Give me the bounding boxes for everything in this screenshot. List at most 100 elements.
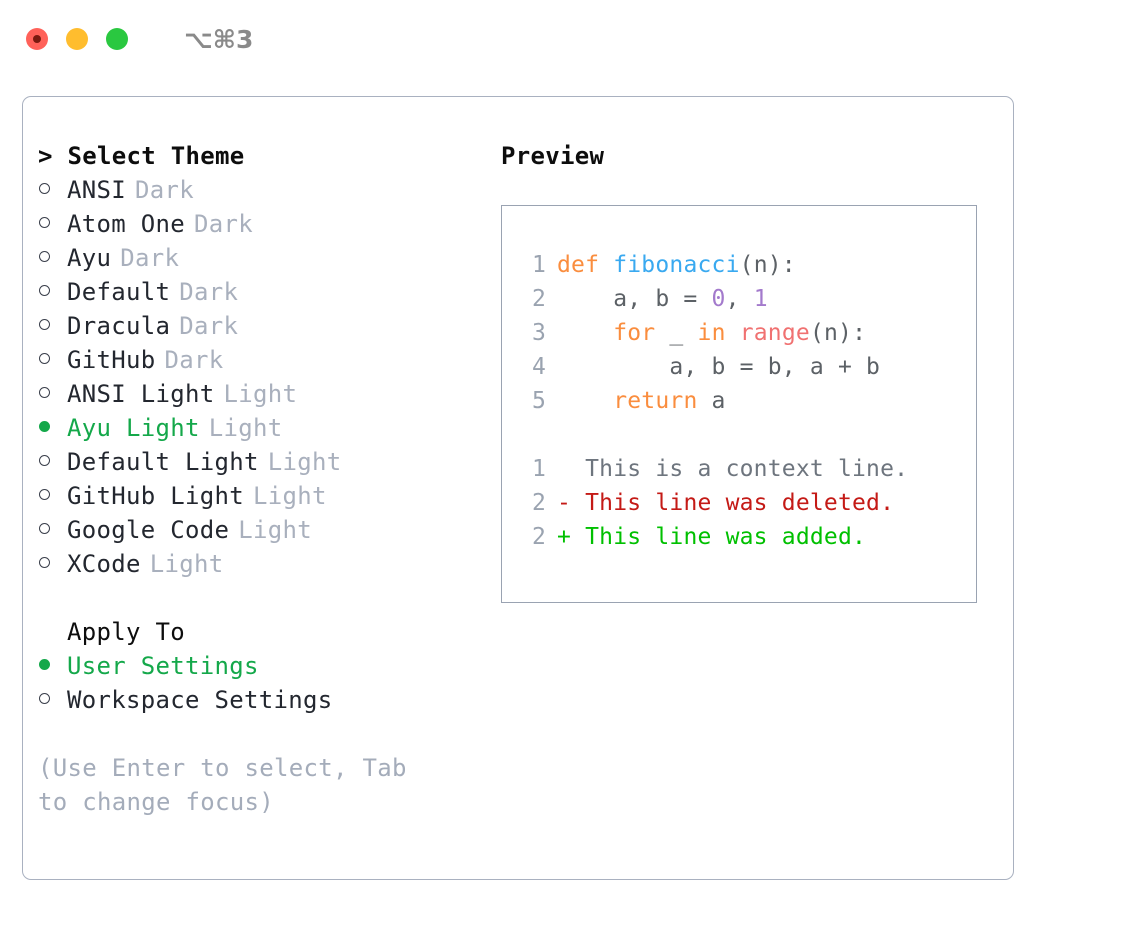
theme-option-github-light[interactable]: GitHub Light Light <box>38 479 488 513</box>
diff-line-add: 2 + This line was added. <box>516 520 976 554</box>
diff-line-content: - This line was deleted. <box>557 486 894 520</box>
apply-to-option-workspace-settings[interactable]: Workspace Settings <box>38 683 488 717</box>
keyboard-hint-text: (Use Enter to select, Tab to change focu… <box>38 754 407 816</box>
code-token-plain <box>726 320 740 346</box>
code-line-number: 2 <box>531 286 546 312</box>
diff-marker: + <box>557 524 586 550</box>
theme-option-label: ANSI <box>67 176 126 204</box>
apply-to-heading: Apply To <box>67 618 185 646</box>
theme-option-variant: Light <box>238 516 312 544</box>
code-line: 4 a, b = b, a + b <box>516 350 976 384</box>
diff-line-number: 2 <box>531 490 546 516</box>
apply-to-option-label: Workspace Settings <box>67 686 333 714</box>
theme-option-label: GitHub Light <box>67 482 244 510</box>
diff-text: This line was added. <box>585 524 867 550</box>
code-line: 3 for _ in range(n): <box>516 316 976 350</box>
code-line-number: 3 <box>531 320 546 346</box>
code-token-kw: return <box>613 388 698 414</box>
theme-option-label: XCode <box>67 550 141 578</box>
window-controls <box>26 28 128 50</box>
theme-option-label: Default Light <box>67 448 259 476</box>
theme-option-variant: Dark <box>179 278 239 306</box>
keyboard-shortcut-label: ⌥⌘3 <box>184 24 254 54</box>
preview-heading: Preview <box>501 142 605 170</box>
diff-sample: 1 This is a context line.2- This line wa… <box>516 452 976 554</box>
close-light-icon[interactable] <box>26 28 48 50</box>
theme-option-ansi-light[interactable]: ANSI Light Light <box>38 377 488 411</box>
theme-option-label: Default <box>67 278 171 306</box>
code-line-content: a, b = 0, 1 <box>557 282 768 316</box>
theme-option-variant: Dark <box>164 346 224 374</box>
code-line-number: 4 <box>531 354 546 380</box>
diff-line-content: This is a context line. <box>557 452 908 486</box>
theme-option-variant: Light <box>149 550 224 578</box>
diff-text: This is a context line. <box>585 456 909 482</box>
apply-to-option-user-settings[interactable]: User Settings <box>38 649 488 683</box>
theme-option-variant: Light <box>267 448 342 476</box>
diff-line-del: 2- This line was deleted. <box>516 486 976 520</box>
theme-option-github[interactable]: GitHub Dark <box>38 343 488 377</box>
theme-option-label: Atom One <box>67 210 185 238</box>
diff-line-number: 1 <box>531 456 546 482</box>
theme-option-ayu-light[interactable]: Ayu Light Light <box>38 411 488 445</box>
theme-option-default[interactable]: Default Dark <box>38 275 488 309</box>
theme-option-variant: Dark <box>179 312 239 340</box>
theme-option-label: Google Code <box>67 516 230 544</box>
code-token-kw: for <box>613 320 656 346</box>
diff-line-number: 2 <box>531 524 546 550</box>
theme-option-variant: Light <box>253 482 327 510</box>
theme-option-ansi[interactable]: ANSI Dark <box>38 173 488 207</box>
section-spacer <box>38 581 488 615</box>
diff-marker <box>557 456 585 482</box>
code-token-kw: def <box>557 252 614 278</box>
theme-option-label: Dracula <box>67 312 171 340</box>
theme-option-xcode[interactable]: XCode Light <box>38 547 488 581</box>
code-line-content: a, b = b, a + b <box>557 350 880 384</box>
code-line: 5 return a <box>516 384 976 418</box>
select-theme-heading: > Select Theme <box>38 139 488 173</box>
theme-option-label: GitHub <box>67 346 156 374</box>
minimize-light-icon[interactable] <box>66 28 88 50</box>
diff-marker: - <box>557 490 586 516</box>
theme-option-variant: Light <box>208 414 283 442</box>
code-token-plain: , <box>725 286 754 312</box>
code-token-kw: in <box>697 320 726 346</box>
zoom-light-icon[interactable] <box>106 28 128 50</box>
theme-option-variant: Dark <box>135 176 194 204</box>
code-line-content: def fibonacci(n): <box>557 248 796 282</box>
code-token-fn: fibonacci <box>613 252 740 278</box>
theme-option-label: ANSI Light <box>67 380 215 408</box>
code-token-plain: a, b = b, a + b <box>557 354 881 380</box>
theme-option-google-code[interactable]: Google Code Light <box>38 513 488 547</box>
code-diff-separator <box>516 418 976 452</box>
diff-text: This line was deleted. <box>585 490 895 516</box>
code-token-plain: _ <box>655 320 698 346</box>
code-token-num: 0 <box>711 286 726 312</box>
code-token-plain: a <box>697 388 726 414</box>
theme-option-ayu[interactable]: Ayu Dark <box>38 241 488 275</box>
select-theme-title: Select Theme <box>67 142 245 170</box>
theme-option-label: Ayu <box>67 244 112 272</box>
code-token-plain: (n): <box>739 252 796 278</box>
code-token-num: 1 <box>753 286 768 312</box>
code-line-content: return a <box>557 384 726 418</box>
theme-option-label: Ayu Light <box>67 414 200 442</box>
theme-option-variant: Dark <box>120 244 180 272</box>
theme-option-default-light[interactable]: Default Light Light <box>38 445 488 479</box>
code-token-plain: (n): <box>809 320 867 346</box>
theme-option-variant: Light <box>223 380 298 408</box>
theme-option-dracula[interactable]: Dracula Dark <box>38 309 488 343</box>
title-bar: ⌥⌘3 <box>0 0 1140 78</box>
diff-line-ctx: 1 This is a context line. <box>516 452 976 486</box>
code-line-content: for _ in range(n): <box>557 316 866 350</box>
code-line-number: 5 <box>531 388 546 414</box>
